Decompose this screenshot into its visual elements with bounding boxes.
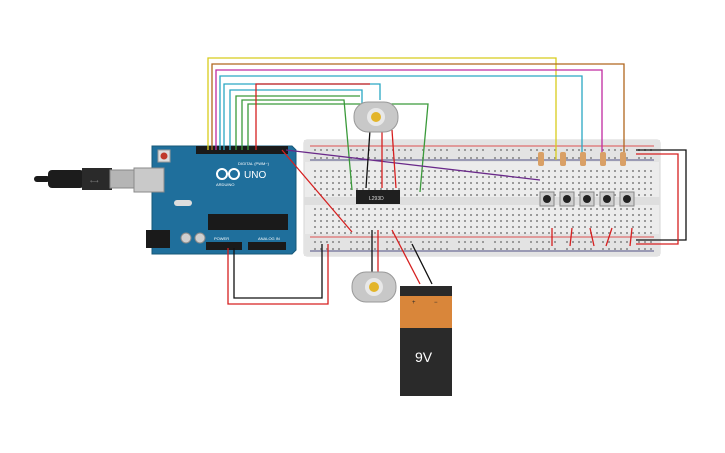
battery-voltage-label: 9V <box>415 349 433 365</box>
digital-header-label: DIGITAL (PWM~) <box>238 161 270 166</box>
svg-text:⟷: ⟷ <box>90 179 99 185</box>
power-header-label: POWER <box>214 236 229 241</box>
pushbutton[interactable] <box>599 191 615 207</box>
analog-header-label: ANALOG IN <box>258 236 280 241</box>
arduino-model-label: UNO <box>244 170 266 181</box>
motor-shaft-icon <box>371 112 381 122</box>
battery-plus-label: + <box>412 300 416 306</box>
resistor[interactable] <box>600 152 606 166</box>
battery-9v[interactable]: + − 9V <box>400 286 452 396</box>
motor-shaft-icon <box>369 282 379 292</box>
pushbutton[interactable] <box>539 191 555 207</box>
pushbutton[interactable] <box>559 191 575 207</box>
usb-cable: ⟷ <box>34 168 137 190</box>
resistors[interactable] <box>538 152 626 166</box>
resistor[interactable] <box>560 152 566 166</box>
arduino-brand-label: ARDUINO <box>216 182 234 187</box>
arduino-board[interactable]: ⟷ UNO ARDUINO DIGITAL (PWM~) POWER ANALO… <box>34 145 297 255</box>
dc-motor-top[interactable] <box>353 101 399 133</box>
resistor[interactable] <box>580 152 586 166</box>
pushbutton[interactable] <box>579 191 595 207</box>
signal-wires[interactable] <box>207 57 687 305</box>
resistor[interactable] <box>620 152 626 166</box>
arduino-logo-icon <box>216 168 240 180</box>
battery-minus-label: − <box>434 300 438 306</box>
dc-motor-bottom[interactable] <box>351 271 397 303</box>
driver-ic-label: L293D <box>369 196 384 202</box>
driver-ic[interactable]: L293D <box>356 190 400 204</box>
resistor[interactable] <box>538 152 544 166</box>
pushbutton[interactable] <box>619 191 635 207</box>
pushbuttons[interactable] <box>539 191 635 207</box>
